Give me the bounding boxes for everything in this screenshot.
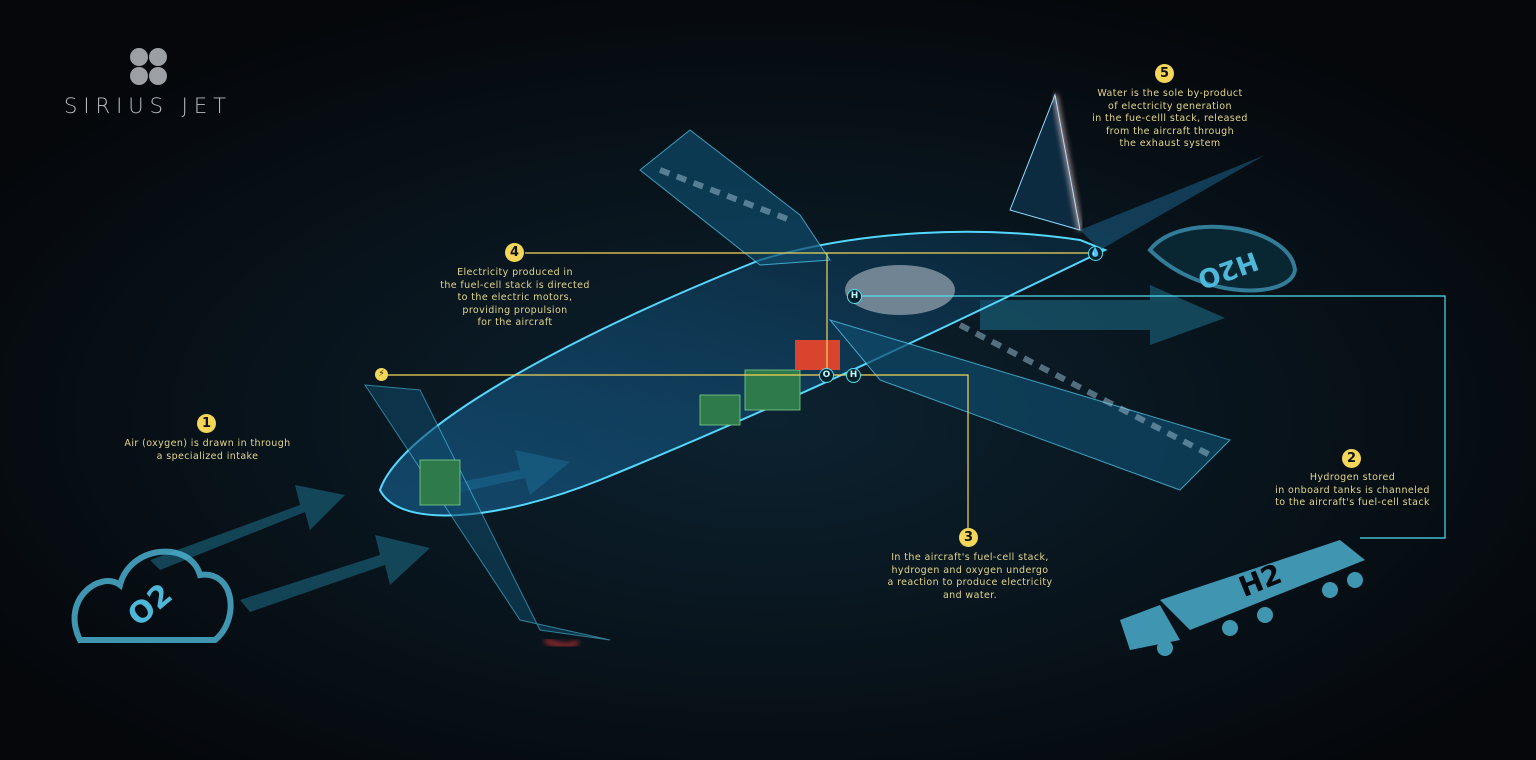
water-drop-symbol: H2O: [1147, 224, 1298, 294]
step-4-badge: 4: [505, 243, 524, 262]
aircraft: [364, 93, 1265, 647]
water-drop-icon: 💧: [1088, 246, 1103, 261]
hydrogen-marker: H: [846, 368, 861, 383]
step-5-badge: 5: [1155, 64, 1174, 83]
hydrogen-truck-icon: H2: [1120, 540, 1365, 656]
step-1-badge: 1: [197, 414, 216, 433]
oxygen-marker: O: [819, 368, 834, 383]
callout-lines: [385, 252, 1446, 539]
logo-mark-icon: [128, 46, 168, 86]
step-2-badge: 2: [1342, 449, 1361, 468]
brand-logo: SIRIUS JET: [56, 46, 240, 118]
step-1-text: Air (oxygen) is drawn in through a speci…: [124, 438, 291, 462]
step-3-badge: 3: [959, 528, 978, 547]
hydrogen-tank-marker: H: [847, 289, 862, 304]
lightning-icon: ⚡: [375, 368, 388, 381]
brand-name: SIRIUS JET: [64, 94, 232, 118]
step-2-text: Hydrogen stored in onboard tanks is chan…: [1275, 472, 1430, 508]
step-3-text: In the aircraft's fuel-cell stack, hydro…: [887, 552, 1053, 601]
step-4-text: Electricity produced in the fuel-cell st…: [440, 267, 590, 328]
step-5-text: Water is the sole by-product of electric…: [1092, 88, 1248, 149]
